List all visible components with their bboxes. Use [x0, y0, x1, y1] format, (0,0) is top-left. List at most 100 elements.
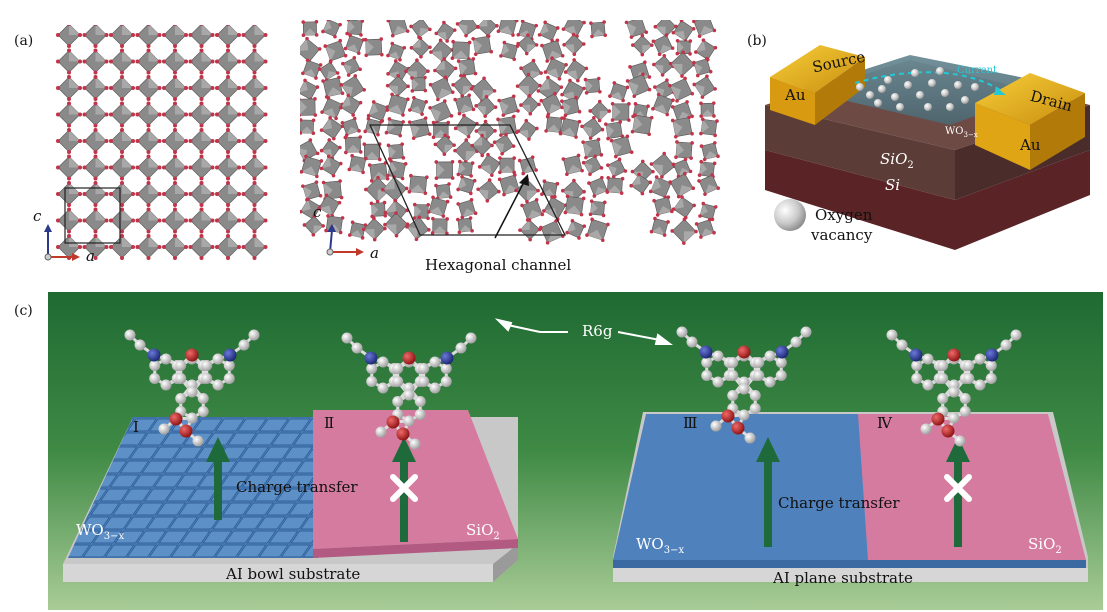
atom — [1000, 339, 1012, 351]
octahedron — [135, 25, 162, 48]
octahedron — [317, 60, 340, 82]
atom — [392, 363, 404, 374]
sio2-label: SiO2 — [880, 150, 914, 171]
octahedron — [162, 48, 188, 75]
octahedron — [188, 75, 215, 101]
atom — [937, 360, 949, 371]
atom — [959, 406, 971, 417]
octahedron — [543, 56, 568, 81]
octahedron — [301, 20, 319, 38]
octahedron — [109, 25, 135, 48]
octahedron — [361, 216, 387, 242]
atom — [941, 424, 955, 438]
octahedron — [585, 217, 610, 243]
octahedron — [347, 220, 368, 240]
atom — [238, 339, 250, 351]
octahedron — [519, 93, 541, 116]
octahedron — [135, 128, 162, 154]
octahedron — [56, 48, 82, 75]
octahedron — [587, 175, 610, 198]
charge-transfer-arrow-2 — [392, 437, 416, 542]
octahedron — [455, 20, 480, 38]
octahedron — [651, 92, 675, 117]
atom — [377, 382, 389, 394]
atom — [974, 353, 986, 365]
octahedron — [340, 116, 361, 137]
octahedron — [668, 171, 696, 199]
octahedron — [135, 101, 162, 128]
site-label-ii: Ⅱ — [324, 414, 335, 432]
atom — [948, 386, 960, 398]
octahedron — [431, 120, 451, 140]
wo3-left-subscript: 3−x — [103, 531, 125, 542]
atom — [985, 373, 997, 384]
octahedron — [162, 128, 188, 154]
atom — [731, 421, 745, 435]
r6g-pointer-arrows — [494, 318, 673, 345]
r6g-molecule-4 — [886, 329, 1022, 447]
atom — [749, 403, 761, 414]
sio2-label-left: SiO2 — [466, 521, 500, 542]
atom — [366, 376, 378, 387]
octahedron — [386, 158, 408, 181]
au-left-label: Au — [785, 86, 806, 104]
blocked-x-mark-right — [944, 474, 972, 502]
atom — [985, 360, 997, 371]
atom — [974, 379, 986, 391]
octahedron — [453, 138, 479, 164]
octahedron — [188, 234, 215, 260]
atom — [764, 350, 776, 362]
hexagonal-channel-caption: Hexagonal channel — [425, 256, 572, 274]
octahedron — [692, 20, 717, 38]
octahedron — [241, 207, 268, 234]
atom — [409, 438, 421, 450]
octahedron — [433, 133, 456, 156]
atom — [775, 357, 787, 368]
octahedron — [385, 74, 410, 99]
octahedron — [580, 115, 605, 140]
octahedron — [215, 154, 241, 181]
atom — [937, 373, 949, 384]
octahedron — [518, 218, 542, 242]
atom — [192, 435, 204, 447]
octahedron — [56, 101, 82, 128]
octahedron — [497, 94, 520, 117]
octahedron — [109, 181, 135, 207]
atom — [440, 363, 452, 374]
octahedron — [474, 94, 498, 118]
site-label-iv: Ⅳ — [877, 414, 892, 432]
octahedron — [649, 216, 670, 237]
octahedron — [583, 76, 602, 95]
crystal-lattice-projection-left — [56, 25, 268, 260]
octahedron — [188, 154, 215, 181]
octahedron — [369, 200, 388, 219]
octahedron — [652, 53, 675, 77]
r6g-molecule-3 — [676, 326, 812, 444]
atom — [738, 383, 750, 395]
octahedron — [82, 154, 109, 181]
octahedron — [451, 73, 476, 98]
octahedron — [434, 20, 457, 43]
octahedron — [135, 234, 162, 260]
crystal-lattice-projection-hexagonal — [300, 20, 721, 245]
octahedron — [670, 217, 698, 245]
sio2-left-subscript: 2 — [493, 531, 500, 542]
atom — [392, 396, 404, 407]
atom — [386, 415, 400, 429]
octahedron — [162, 207, 188, 234]
wo3-plane-layer — [613, 414, 873, 560]
octahedron — [434, 159, 455, 181]
site-label-i: Ⅰ — [133, 418, 139, 436]
octahedron — [624, 20, 649, 39]
atom — [686, 336, 698, 348]
atom — [212, 379, 224, 391]
atom — [701, 357, 713, 368]
sio2-right-subscript: 2 — [1055, 545, 1062, 556]
octahedron — [426, 195, 450, 218]
octahedron — [670, 115, 694, 139]
substrate-label-right: AI plane substrate — [773, 569, 913, 587]
octahedron — [215, 234, 241, 260]
channel-pointer-head — [519, 174, 529, 186]
atom — [440, 351, 454, 365]
atom — [201, 360, 213, 371]
